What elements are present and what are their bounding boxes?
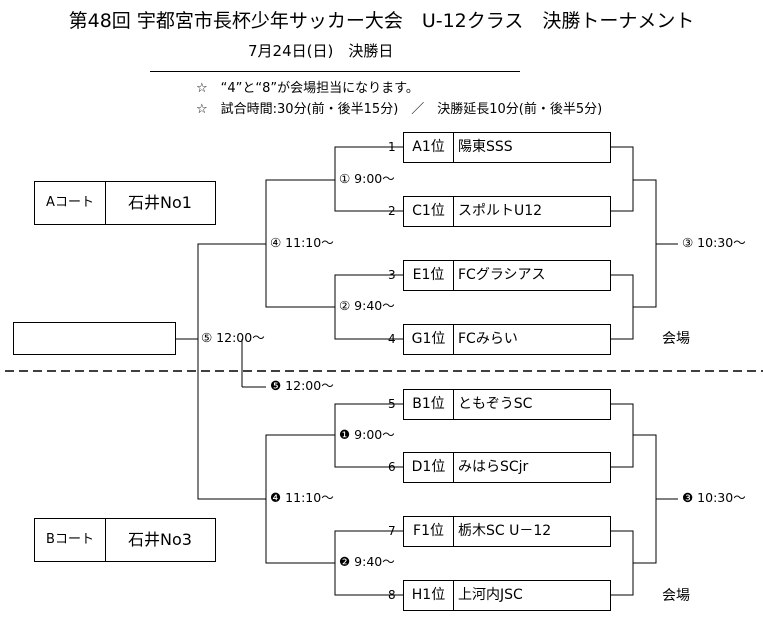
court-a-venue: 石井No1	[128, 193, 192, 212]
court-a-label: Aコート	[35, 182, 106, 224]
match-label-a2: ② 9:40～	[339, 298, 395, 313]
team-slot-2: C1位 スポルトU12	[403, 196, 611, 227]
team-slot-8: H1位 上河内JSC	[403, 580, 611, 611]
team-seed: C1位	[404, 197, 454, 226]
team-name: みはらSCjr	[458, 459, 529, 475]
bracket-line	[611, 403, 634, 468]
bracket-line	[611, 530, 634, 596]
court-b-box: Bコート 石井No3	[34, 518, 216, 562]
court-b-venue: 石井No3	[128, 530, 192, 549]
slot-number: 1	[388, 140, 396, 154]
venue-label-a: 会場	[662, 331, 690, 347]
team-seed: D1位	[404, 453, 454, 482]
match-label-a3: ③ 10:30～	[682, 235, 746, 250]
page-title: 第48回 宇都宮市長杯少年サッカー大会 U-12クラス 決勝トーナメント	[68, 10, 695, 32]
match-label-a4: ④ 11:10～	[270, 235, 334, 250]
match-label-b2: ❷ 9:40～	[339, 554, 395, 569]
match-label-a1: ① 9:00～	[339, 171, 395, 186]
bracket-line	[611, 146, 634, 212]
match-label-b5: ❺ 12:00～	[270, 378, 334, 393]
team-slot-6: D1位 みはらSCjr	[403, 452, 611, 483]
team-name: FCみらい	[458, 331, 518, 347]
slot-number: 5	[388, 397, 396, 411]
bracket-line	[334, 146, 404, 212]
team-name: FCグラシアス	[458, 267, 546, 283]
team-seed: E1位	[404, 261, 454, 290]
team-name: 陽東SSS	[458, 139, 513, 155]
team-seed: F1位	[404, 517, 454, 546]
note-venue-duty: ☆ “4”と“8”が会場担当になります。	[196, 81, 419, 96]
date-subtitle: 7月24日(日) 決勝日	[248, 42, 394, 60]
note-match-time: ☆ 試合時間:30分(前・後半15分) ／ 決勝延長10分(前・後半5分)	[196, 102, 603, 117]
team-seed: A1位	[404, 133, 454, 162]
team-name: ともぞうSC	[458, 396, 533, 412]
slot-number: 7	[388, 524, 396, 538]
team-seed: B1位	[404, 390, 454, 419]
team-slot-1: A1位 陽東SSS	[403, 132, 611, 163]
bracket-line	[611, 274, 634, 340]
bracket-line	[633, 434, 657, 564]
team-name: 上河内JSC	[458, 587, 523, 603]
match-label-b1: ❶ 9:00～	[339, 427, 395, 442]
slot-number: 4	[388, 332, 396, 346]
court-b-label: Bコート	[35, 519, 106, 561]
team-slot-3: E1位 FCグラシアス	[403, 260, 611, 291]
bracket-line	[633, 179, 657, 308]
slot-number: 3	[388, 268, 396, 282]
team-name: スポルトU12	[458, 203, 543, 219]
court-a-box: Aコート 石井No1	[34, 181, 216, 225]
champion-box	[13, 322, 176, 355]
team-seed: H1位	[404, 581, 454, 610]
slot-number: 6	[388, 460, 396, 474]
match-label-b4: ❹ 11:10～	[270, 490, 334, 505]
match-label-a5: ⑤ 12:00～	[201, 330, 265, 345]
team-slot-5: B1位 ともぞうSC	[403, 389, 611, 420]
slot-number: 8	[388, 588, 396, 602]
team-slot-7: F1位 栃木SC U－12	[403, 516, 611, 547]
team-name: 栃木SC U－12	[458, 523, 552, 539]
bracket-line	[197, 243, 266, 500]
subtitle-underline	[150, 71, 520, 72]
team-seed: G1位	[404, 325, 454, 354]
venue-label-b: 会場	[662, 588, 690, 604]
match-label-b3: ❸ 10:30～	[682, 490, 746, 505]
team-slot-4: G1位 FCみらい	[403, 324, 611, 355]
slot-number: 2	[388, 204, 396, 218]
